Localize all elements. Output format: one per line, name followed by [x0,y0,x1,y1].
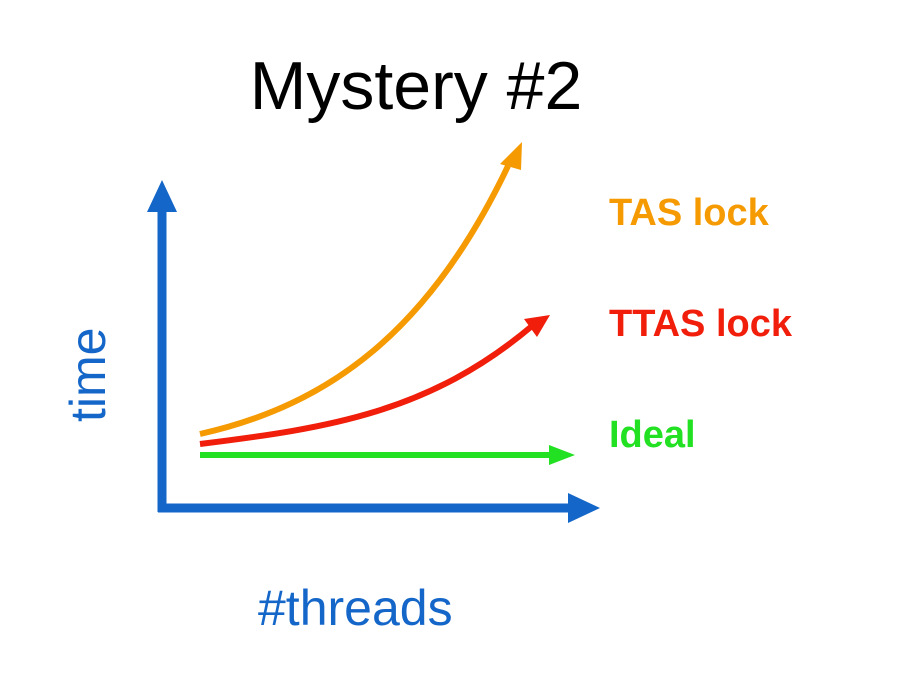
y-axis [147,180,177,512]
x-axis-label: #threads [258,580,453,636]
page-title: Mystery #2 [249,48,583,124]
y-axis-label: time [60,327,116,422]
legend-ttas-lock: TTAS lock [609,303,792,345]
legend-tas-lock: TAS lock [609,192,769,234]
tas-arrowhead [500,142,522,170]
series-ttas [199,315,550,447]
x-axis [158,493,600,523]
y-axis-arrowhead [147,180,177,212]
series-tas [199,142,522,437]
ttas-arrowhead [524,315,550,337]
ttas-curve [199,323,534,447]
legend-ideal: Ideal [609,414,696,456]
x-axis-arrowhead [568,493,600,523]
series-ideal [200,445,575,465]
ideal-arrowhead [549,445,575,465]
tas-curve [199,164,511,437]
